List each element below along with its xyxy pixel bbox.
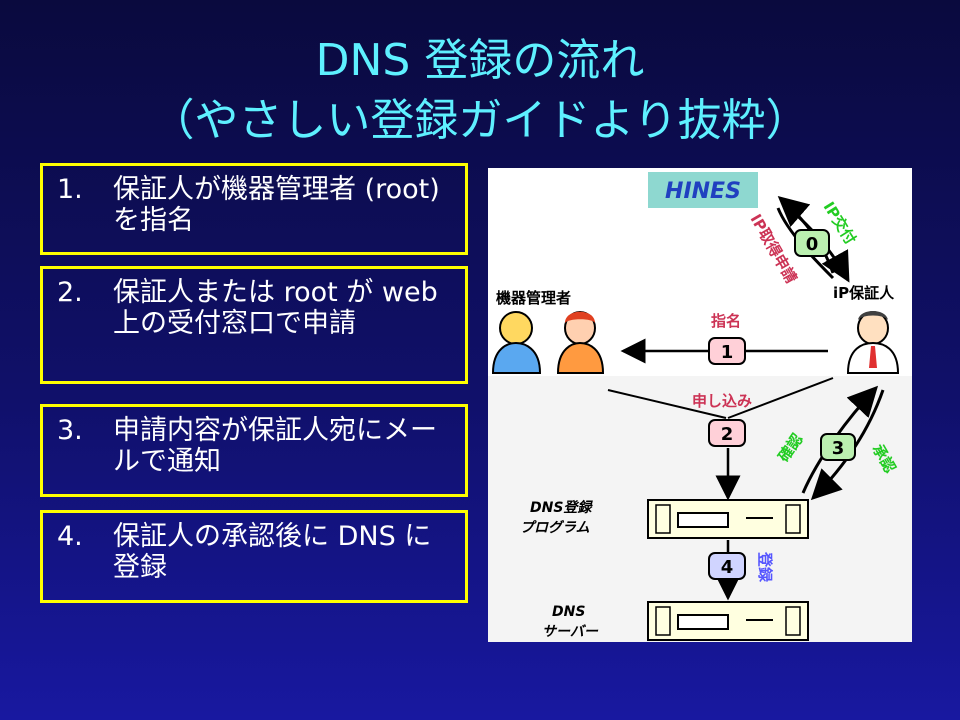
apply-label: 申し込み (692, 392, 752, 410)
dns-flow-diagram: HINES 0 IP取得申請 IP交付 機器管理者 iP保証人 (488, 168, 912, 642)
step0-label: 0 (806, 234, 819, 255)
guarantor-person (846, 311, 900, 374)
step-number: 4. (57, 521, 83, 552)
register-label: 登録 (756, 551, 774, 583)
step-box-2: 2. 保証人または root が web 上の受付窓口で申請 (40, 266, 468, 384)
step-number: 3. (57, 415, 83, 446)
dns-reg-program-box (647, 499, 809, 539)
step2-badge (708, 419, 746, 447)
step-text: 保証人または root が web 上の受付窓口で申請 (113, 277, 438, 339)
step3-label: 3 (832, 438, 845, 459)
step2-label: 2 (721, 424, 734, 445)
hines-label: HINES (665, 179, 741, 204)
dns-server-box (647, 601, 809, 641)
dns-server-label-1: DNS (552, 604, 585, 620)
admin-person-2 (556, 311, 605, 374)
step3-badge (820, 433, 856, 461)
step-number: 1. (57, 174, 83, 205)
hines-logo (648, 172, 758, 208)
step1-badge (708, 337, 746, 365)
nominate-label: 指名 (711, 312, 741, 330)
dns-reg-program-label-1: DNS登録 (530, 499, 593, 516)
step-text: 保証人が機器管理者 (root) を指名 (113, 174, 440, 236)
dns-server-label-2: サーバー (542, 624, 599, 640)
step-text: 申請内容が保証人宛にメールで通知 (113, 415, 437, 477)
diagram-canvas: HINES 0 IP取得申請 IP交付 機器管理者 iP保証人 (488, 172, 912, 642)
step-text: 保証人の承認後に DNS に登録 (113, 521, 432, 583)
slide-title-line2: （やさしい登録ガイドより抜粋） (150, 95, 810, 146)
step0-badge (794, 229, 830, 257)
step-number: 2. (57, 277, 83, 308)
apply-line-right (727, 377, 834, 419)
admin-person-1 (491, 311, 542, 374)
ip-guarantor-label: iP保証人 (833, 284, 895, 302)
dns-reg-program-label-2: プログラム (520, 519, 590, 536)
step-box-1: 1. 保証人が機器管理者 (root) を指名 (40, 163, 468, 255)
ip-request-label: IP取得申請 (747, 211, 801, 286)
step1-label: 1 (721, 342, 734, 363)
step-box-4: 4. 保証人の承認後に DNS に登録 (40, 510, 468, 603)
apply-line-left (607, 389, 727, 419)
step-box-3: 3. 申請内容が保証人宛にメールで通知 (40, 404, 468, 497)
machine-admin-label: 機器管理者 (496, 289, 571, 307)
step4-label: 4 (721, 557, 734, 578)
slide-title-line1: DNS 登録の流れ (315, 35, 645, 86)
step4-badge (708, 552, 746, 580)
